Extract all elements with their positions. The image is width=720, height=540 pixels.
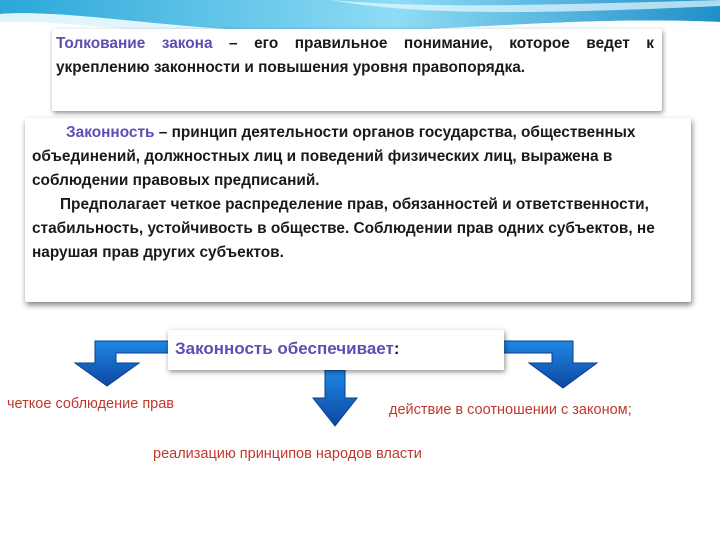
scheme-item-principles: реализацию принципов народов власти — [153, 446, 422, 462]
scheme-heading-label: Законность обеспечивает — [175, 339, 394, 358]
term-interpretation: Толкование закона — [56, 35, 213, 52]
definition-legality-note: Предполагает четкое распределение прав, … — [32, 196, 655, 261]
scheme-heading: Законность обеспечивает: — [175, 339, 400, 359]
definition-legality-box: Законность – принцип деятельности органо… — [25, 118, 691, 302]
scheme-item-rights: четкое соблюдение прав — [7, 396, 174, 412]
scheme-item-law: действие в соотношении с законом; — [389, 402, 632, 418]
definition-interpretation-box: Толкование закона – его правильное поним… — [52, 29, 662, 111]
definition-interpretation-text: – его правильное понимание, которое веде… — [56, 35, 654, 76]
term-legality: Законность — [66, 124, 155, 141]
scheme-heading-box: Законность обеспечивает: — [168, 330, 504, 370]
definition-interpretation: Толкование закона – его правильное поним… — [56, 32, 654, 80]
scheme-heading-colon: : — [393, 339, 400, 358]
definition-legality: Законность – принцип деятельности органо… — [32, 121, 682, 265]
definition-legality-text: – принцип деятельности органов государст… — [32, 124, 636, 189]
